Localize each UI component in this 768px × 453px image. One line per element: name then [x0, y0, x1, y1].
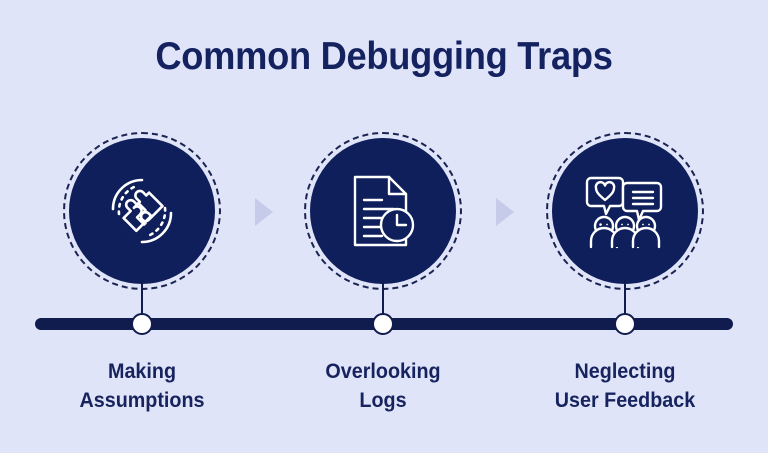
icon-disc-1: [69, 138, 215, 284]
puzzle-pieces-icon: [100, 169, 184, 253]
connector-stem-3: [624, 280, 626, 324]
arrow-right-icon-1: [252, 196, 276, 228]
icon-disc-2: [310, 138, 456, 284]
step-label-1-line2: Assumptions: [79, 388, 205, 412]
step-label-2: Overlooking Logs: [270, 358, 496, 416]
page-title: Common Debugging Traps: [155, 35, 613, 78]
step-label-2-line1: Overlooking: [325, 360, 441, 383]
step-item-3[interactable]: [546, 132, 704, 290]
connector-stem-1: [141, 280, 143, 324]
step-label-3: Neglecting User Feedback: [512, 358, 738, 416]
document-clock-icon: [345, 171, 421, 251]
connector-stem-2: [382, 280, 384, 324]
arrow-right-icon-2: [493, 196, 517, 228]
icon-disc-3: [552, 138, 698, 284]
step-label-3-line1: Neglecting: [574, 360, 676, 383]
timeline-node-2[interactable]: [372, 313, 394, 335]
step-item-2[interactable]: [304, 132, 462, 290]
timeline-node-3[interactable]: [614, 313, 636, 335]
step-label-1: Making Assumptions: [29, 358, 255, 416]
user-feedback-people-icon: [584, 173, 666, 249]
step-item-1[interactable]: [63, 132, 221, 290]
step-label-3-line2: User Feedback: [554, 388, 696, 412]
step-label-2-line2: Logs: [359, 388, 407, 412]
timeline-node-1[interactable]: [131, 313, 153, 335]
step-label-1-line1: Making: [107, 360, 177, 383]
